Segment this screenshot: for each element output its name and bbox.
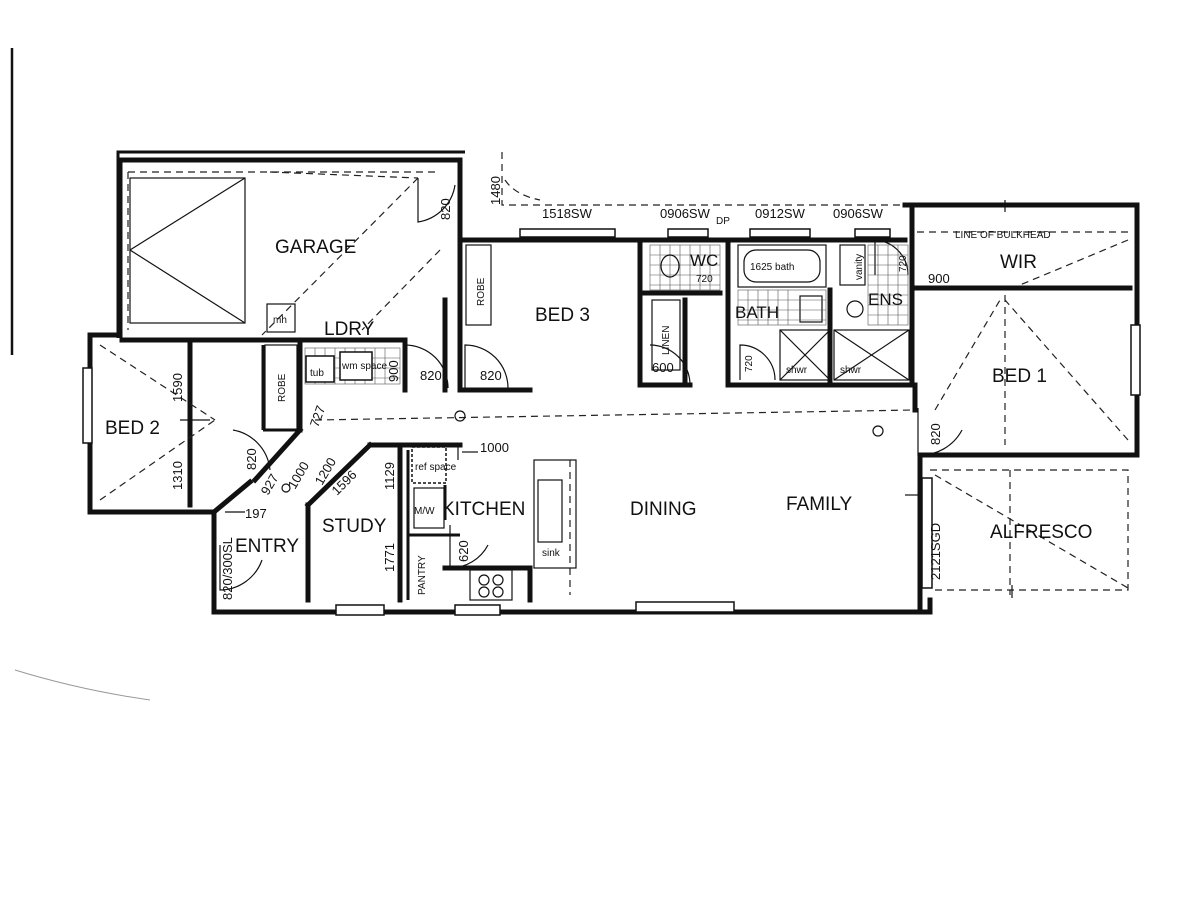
garage-label: GARAGE <box>275 237 356 258</box>
internal-walls <box>119 202 1133 603</box>
dim-720-wc: 720 <box>696 274 713 285</box>
robe-label-bed2: ROBE <box>277 373 288 402</box>
ensuite-label: ENS <box>868 290 903 309</box>
family-label: FAMILY <box>786 494 852 515</box>
laundry-fixtures <box>264 244 681 431</box>
bulkhead-label: LINE OF BULKHEAD <box>955 230 1051 241</box>
kitchen-label: KITCHEN <box>442 499 525 520</box>
dim-600: 600 <box>652 360 674 375</box>
fridge-space-label: ref space <box>415 462 457 473</box>
bed3-label: BED 3 <box>535 305 590 326</box>
sink-label: sink <box>542 548 561 559</box>
laundry-label: LDRY <box>324 319 375 340</box>
window-0912sw-label: 0912SW <box>755 206 806 221</box>
dim-720-bath: 720 <box>744 355 755 372</box>
shower-label-bath: shwr <box>786 365 808 376</box>
microwave-label: M/W <box>414 506 435 517</box>
dim-900-ldry: 900 <box>386 360 401 382</box>
dimension-labels: 1480 820 820 900 820 600 720 720 720 900… <box>170 176 950 572</box>
linen-label: LINEN <box>661 326 672 355</box>
dim-820-bed2: 820 <box>244 448 259 470</box>
dim-727: 727 <box>307 404 329 430</box>
door-2121sgd-label: 2121SGD <box>928 523 943 580</box>
dim-1771: 1771 <box>382 543 397 572</box>
outer-walls <box>87 150 1140 615</box>
dim-1129: 1129 <box>382 462 397 490</box>
door-swings <box>219 178 963 591</box>
dim-1590: 1590 <box>170 373 185 402</box>
kitchen-fixtures <box>281 410 884 601</box>
dim-197: 197 <box>245 506 267 521</box>
dim-820-garage: 820 <box>438 198 453 220</box>
dim-720-ens: 720 <box>898 255 909 272</box>
window-0906sw-label-b: 0906SW <box>833 206 884 221</box>
vanity-label: vanity <box>854 254 865 280</box>
roof-lines <box>99 152 1129 595</box>
shower-label-ensuite: shwr <box>840 365 862 376</box>
study-label: STUDY <box>322 516 387 537</box>
dimension-ticks <box>180 200 1013 598</box>
window-1518sw-label: 1518SW <box>542 206 593 221</box>
pantry-label: PANTRY <box>417 555 428 595</box>
tub-label: tub <box>310 368 324 379</box>
bath-label: BATH <box>735 303 779 322</box>
bed2-label: BED 2 <box>105 418 160 439</box>
dim-820-bed1: 820 <box>928 423 943 445</box>
fixture-labels: mh tub wm space 1625 bath shwr shwr vani… <box>273 230 1051 559</box>
wc-label: WC <box>690 251 718 270</box>
dim-820-bed3: 820 <box>480 368 502 383</box>
entry-label: ENTRY <box>235 536 299 557</box>
bed1-label: BED 1 <box>992 366 1047 387</box>
dim-1000-b: 1000 <box>480 440 509 455</box>
alfresco-label: ALFRESCO <box>990 522 1092 543</box>
door-820-300sl-label: 820/300SL <box>220 537 235 600</box>
dining-label: DINING <box>630 499 697 520</box>
dim-1310: 1310 <box>170 461 185 490</box>
scan-artifact <box>14 669 151 701</box>
dim-620: 620 <box>456 540 471 562</box>
wir-label: WIR <box>1000 252 1037 273</box>
bath-tub-label: 1625 bath <box>750 262 795 273</box>
downpipe-label: DP <box>716 216 730 227</box>
dim-1480: 1480 <box>488 176 503 205</box>
windows <box>82 228 1141 616</box>
garage-door-panel <box>129 177 246 324</box>
window-0906sw-label-a: 0906SW <box>660 206 711 221</box>
wm-space-label: wm space <box>341 361 387 372</box>
dim-1000-a: 1000 <box>285 459 312 492</box>
bathroom-fixtures <box>649 244 910 381</box>
robe-label-bed3: ROBE <box>476 277 487 306</box>
window-labels: 1518SW 0906SW DP 0912SW 0906SW 2121SGD 8… <box>220 206 943 600</box>
dim-900-wir: 900 <box>928 271 950 286</box>
dim-820-ldry: 820 <box>420 368 442 383</box>
room-labels: GARAGE LDRY BED 3 WC BATH ENS WIR BED 1 … <box>105 237 1092 595</box>
mh-label: mh <box>273 315 287 326</box>
